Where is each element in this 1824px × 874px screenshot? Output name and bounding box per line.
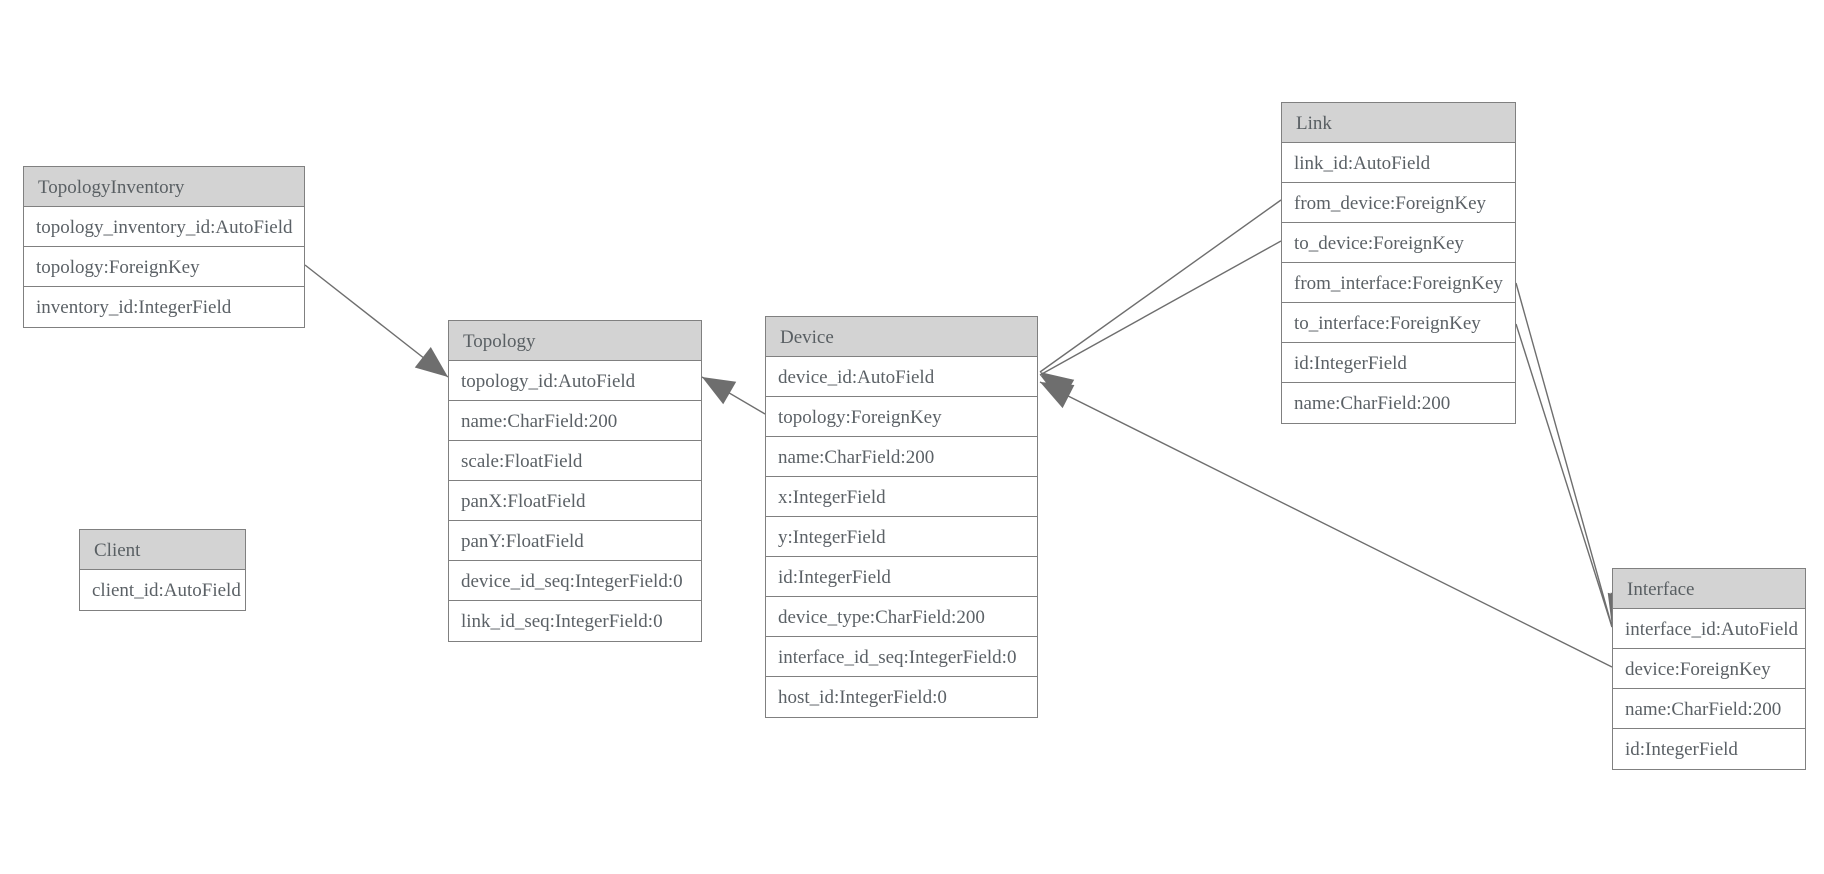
entity-field-row[interactable]: topology_id:AutoField [449, 361, 701, 401]
entity-field-row[interactable]: name:CharField:200 [1613, 689, 1805, 729]
entity-field-row[interactable]: inventory_id:IntegerField [24, 287, 304, 327]
entity-title-link: Link [1282, 103, 1515, 143]
relationship-edge-link-to-device [1039, 240, 1282, 403]
edge-arrowhead [1040, 382, 1075, 409]
edge-line [701, 376, 766, 415]
entity-field-row[interactable]: host_id:IntegerField:0 [766, 677, 1037, 717]
entity-title-client: Client [80, 530, 245, 570]
entity-field-row[interactable]: topology:ForeignKey [766, 397, 1037, 437]
entity-field-row[interactable]: device_type:CharField:200 [766, 597, 1037, 637]
edge-line [1039, 199, 1282, 373]
edge-line [1039, 381, 1613, 668]
entity-field-row[interactable]: from_device:ForeignKey [1282, 183, 1515, 223]
relationship-edge-device-to-topology [701, 376, 766, 415]
entity-field-row[interactable]: name:CharField:200 [766, 437, 1037, 477]
edge-line [1039, 240, 1282, 376]
edge-arrowhead [414, 347, 448, 377]
entity-field-row[interactable]: from_interface:ForeignKey [1282, 263, 1515, 303]
entity-title-device: Device [766, 317, 1037, 357]
edge-arrowhead [702, 377, 737, 405]
entity-title-interface: Interface [1613, 569, 1805, 609]
entity-field-row[interactable]: interface_id_seq:IntegerField:0 [766, 637, 1037, 677]
entity-field-row[interactable]: device_id:AutoField [766, 357, 1037, 397]
entity-field-row[interactable]: x:IntegerField [766, 477, 1037, 517]
edge-arrowhead [1040, 372, 1074, 402]
entity-field-row[interactable]: name:CharField:200 [449, 401, 701, 441]
edge-line [304, 264, 449, 378]
entity-field-row[interactable]: panY:FloatField [449, 521, 701, 561]
edge-line [1515, 282, 1613, 628]
entity-field-row[interactable]: client_id:AutoField [80, 570, 245, 610]
entity-field-row[interactable]: panX:FloatField [449, 481, 701, 521]
entity-field-row[interactable]: topology:ForeignKey [24, 247, 304, 287]
entity-field-row[interactable]: link_id:AutoField [1282, 143, 1515, 183]
entity-field-row[interactable]: topology_inventory_id:AutoField [24, 207, 304, 247]
entity-title-topology: Topology [449, 321, 701, 361]
entity-field-row[interactable]: to_interface:ForeignKey [1282, 303, 1515, 343]
relationship-edge-interface-to-device [1039, 381, 1613, 668]
entity-field-row[interactable]: y:IntegerField [766, 517, 1037, 557]
relationship-edge-link-from-device [1039, 199, 1282, 402]
entity-field-row[interactable]: device_id_seq:IntegerField:0 [449, 561, 701, 601]
edge-arrowhead [1040, 375, 1075, 403]
edge-line [1515, 323, 1613, 628]
entity-field-row[interactable]: device:ForeignKey [1613, 649, 1805, 689]
entity-field-row[interactable]: id:IntegerField [1613, 729, 1805, 769]
entity-field-row[interactable]: scale:FloatField [449, 441, 701, 481]
relationship-edge-topologyinventory-to-topology [304, 264, 449, 378]
entity-field-row[interactable]: interface_id:AutoField [1613, 609, 1805, 649]
entity-field-row[interactable]: to_device:ForeignKey [1282, 223, 1515, 263]
entity-title-topology-inventory: TopologyInventory [24, 167, 304, 207]
entity-field-row[interactable]: id:IntegerField [1282, 343, 1515, 383]
entity-field-row[interactable]: link_id_seq:IntegerField:0 [449, 601, 701, 641]
entity-field-row[interactable]: name:CharField:200 [1282, 383, 1515, 423]
entity-field-row[interactable]: id:IntegerField [766, 557, 1037, 597]
